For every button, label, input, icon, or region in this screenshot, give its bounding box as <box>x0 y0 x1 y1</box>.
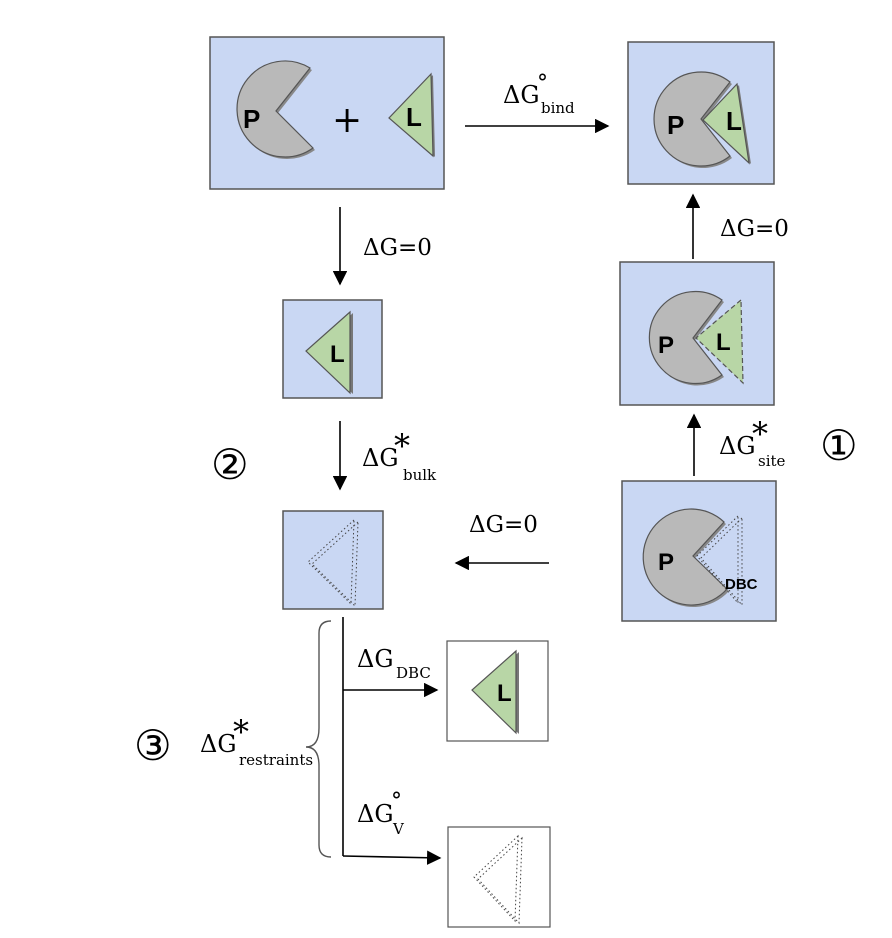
ligand-shape <box>305 310 353 395</box>
svg-text:ΔG: ΔG <box>719 432 756 460</box>
ligand-shape <box>388 72 435 158</box>
svg-text:bulk: bulk <box>403 466 437 484</box>
svg-text:ΔG: ΔG <box>357 800 394 828</box>
svg-text:°: ° <box>537 71 548 96</box>
svg-text:site: site <box>758 452 786 470</box>
svg-text:ΔG: ΔG <box>357 645 394 673</box>
ligand-label: L <box>497 680 512 707</box>
label-dg-v: ΔG ° V <box>357 789 405 838</box>
protein-label: P <box>243 104 260 134</box>
protein-shape <box>236 60 315 159</box>
label-dg-zero-left: ΔG=0 <box>363 235 432 261</box>
step-1-marker: ① <box>820 421 858 470</box>
state-bound-complex: P L <box>627 41 775 185</box>
dummy-ligand-dotted <box>307 518 359 608</box>
label-dg-restraints: ΔG * restraints <box>200 713 313 769</box>
ligand-label: L <box>330 341 345 368</box>
ligand-shape <box>471 649 519 735</box>
svg-text:*: * <box>394 427 410 465</box>
ligand-label: L <box>726 106 742 136</box>
step-3-marker: ③ <box>134 721 172 770</box>
svg-text:°: ° <box>391 789 402 814</box>
svg-text:ΔG: ΔG <box>200 730 237 758</box>
svg-text:ΔG: ΔG <box>362 444 399 472</box>
label-dg-bind: ΔG ° bind <box>503 71 575 117</box>
svg-text:*: * <box>233 713 249 751</box>
state-unbound-protein-ligand: P + L <box>209 36 445 190</box>
ligand-label: L <box>406 102 422 132</box>
state-ligand-in-solvent: L <box>282 299 383 399</box>
state-restrained-complex: P L <box>619 261 775 406</box>
protein-shape <box>648 290 724 386</box>
arrow-volume <box>342 850 442 865</box>
svg-text:ΔG: ΔG <box>503 81 540 109</box>
label-dg-site: ΔG * site <box>719 415 786 470</box>
state-protein-dbc: P DBC <box>621 480 777 622</box>
svg-text:DBC: DBC <box>396 664 431 682</box>
protein-shape <box>642 508 729 608</box>
dummy-ligand-dotted <box>696 514 743 607</box>
state-dummy-ligand-volume <box>447 826 551 928</box>
ligand-shape-dashed <box>695 298 744 385</box>
plus-sign: + <box>332 100 362 141</box>
label-dg-zero-bottom: ΔG=0 <box>469 512 538 538</box>
svg-text:bind: bind <box>541 99 575 117</box>
protein-label: P <box>667 110 684 140</box>
state-ligand-dbc: L <box>446 640 549 742</box>
restraints-brace <box>305 620 332 858</box>
protein-label: P <box>658 332 674 359</box>
ligand-label: L <box>716 329 731 356</box>
ligand-shape <box>702 82 751 165</box>
svg-text:V: V <box>392 820 405 838</box>
state-dummy-ligand <box>282 510 384 610</box>
protein-shape <box>653 71 732 168</box>
label-dg-zero-right: ΔG=0 <box>720 216 789 242</box>
dbc-label: DBC <box>725 576 758 593</box>
svg-text:*: * <box>752 415 768 453</box>
step-2-marker: ② <box>211 440 249 489</box>
protein-label: P <box>658 549 674 576</box>
svg-text:restraints: restraints <box>239 751 313 769</box>
label-dg-dbc: ΔG DBC <box>357 645 431 682</box>
label-dg-bulk: ΔG * bulk <box>362 427 437 484</box>
